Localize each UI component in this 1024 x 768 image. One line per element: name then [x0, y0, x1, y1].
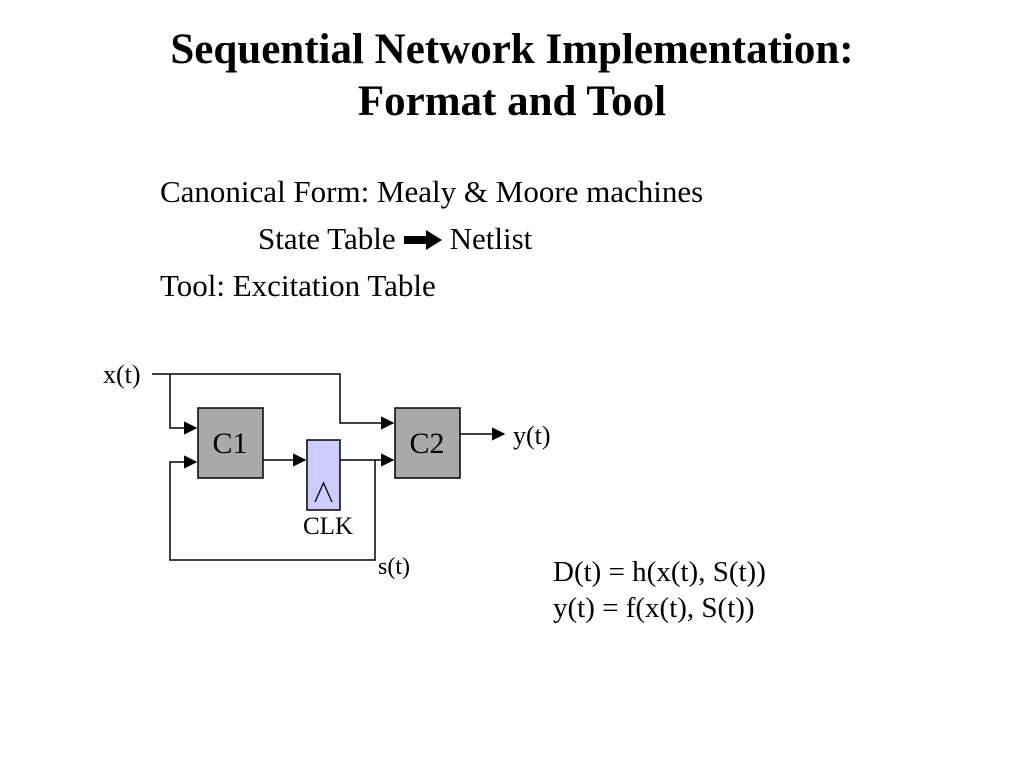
slide-title: Sequential Network Implementation: Forma…	[0, 24, 1024, 128]
flipflop-box	[306, 439, 341, 511]
block-c2-label: C2	[409, 427, 444, 460]
wire-state-feedback	[169, 455, 376, 561]
clk-label: CLK	[303, 513, 353, 540]
netlist-text: Netlist	[449, 221, 533, 256]
body-line-tool: Tool: Excitation Table	[160, 268, 436, 303]
block-c1	[197, 407, 264, 479]
equation-y: y(t) = f(x(t), S(t))	[553, 592, 755, 624]
clock-edge-triangle-icon	[314, 481, 333, 503]
x-input-label: x(t)	[103, 360, 141, 389]
body-line-statetable: State Table Netlist	[160, 215, 703, 262]
wire-x-to-c2	[152, 373, 395, 430]
state-signal-label: s(t)	[378, 554, 410, 580]
block-c1-label: C1	[212, 427, 247, 460]
body-line-canonical: Canonical Form: Mealy & Moore machines	[160, 174, 704, 209]
equation-d: D(t) = h(x(t), S(t))	[553, 556, 766, 588]
wire-x-branch-to-c1	[169, 374, 198, 435]
title-line-1: Sequential Network Implementation:	[170, 26, 854, 73]
title-line-2: Format and Tool	[357, 78, 667, 125]
equations: D(t) = h(x(t), S(t)) y(t) = f(x(t), S(t)…	[553, 554, 766, 626]
body-text: Canonical Form: Mealy & Moore machines S…	[160, 168, 703, 309]
state-table-text: State Table	[258, 221, 396, 256]
block-c2	[394, 407, 461, 479]
right-arrow-icon	[403, 230, 442, 250]
y-output-label: y(t)	[513, 421, 551, 450]
